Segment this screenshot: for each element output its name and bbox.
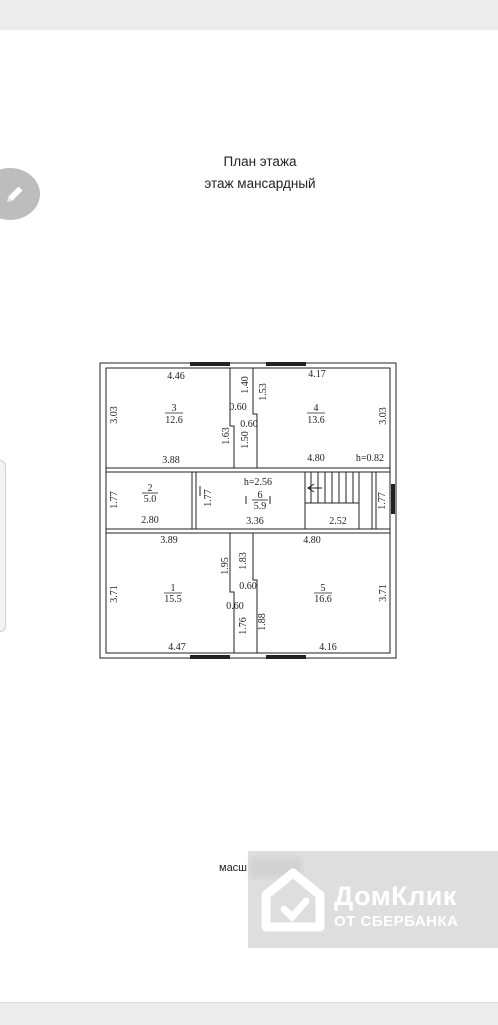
room-2-area: 5.0	[144, 494, 157, 505]
plan-title: План этажа	[223, 154, 297, 169]
room-4-area: 13.6	[307, 415, 325, 426]
dim-label: 4.80	[307, 453, 325, 464]
room-3-area: 12.6	[165, 415, 183, 426]
dim-label: 3.03	[378, 407, 389, 425]
dim-label: 0.60	[240, 419, 258, 430]
dim-label: 4.17	[308, 369, 326, 380]
watermark-brand: ДомКлик	[334, 881, 457, 911]
room-6-area: 5.9	[254, 501, 267, 512]
room-1-number: 1	[171, 583, 176, 594]
dim-label: 2.52	[329, 516, 347, 527]
house-logo-icon	[261, 868, 325, 932]
dim-label: h=2.56	[244, 477, 272, 488]
dim-label: 3.88	[162, 455, 180, 466]
bottom-bar	[0, 1002, 498, 1025]
dim-label: 3.71	[109, 585, 120, 603]
dim-label: 4.47	[168, 642, 186, 653]
dim-label: 4.80	[303, 535, 321, 546]
room-6-number: 6	[258, 490, 263, 501]
dim-label: 3.71	[378, 584, 389, 602]
room-3-number: 3	[172, 403, 177, 414]
scale-label: масш	[219, 862, 248, 874]
dim-label: 3.36	[246, 516, 264, 527]
pencil-icon	[7, 186, 23, 202]
dim-label: 4.16	[319, 642, 337, 653]
plan-subtitle: этаж мансардный	[204, 176, 316, 191]
dim-label: 0.60	[239, 581, 257, 592]
room-5-area: 16.6	[314, 594, 332, 605]
dim-label: 1.76	[238, 617, 249, 635]
dim-label: 1.53	[258, 383, 269, 401]
dim-label: 1.77	[109, 491, 120, 509]
watermark-sub: ОТ СБЕРБАНКА	[334, 913, 459, 930]
dim-label: 3.03	[109, 406, 120, 424]
document-page	[0, 30, 498, 1002]
dim-label: 0.60	[229, 402, 247, 413]
dim-label: h=0.82	[356, 453, 384, 464]
room-4-number: 4	[314, 403, 319, 414]
domclick-watermark: ДомКлик ОТ СБЕРБАНКА	[248, 851, 498, 948]
dim-label: 1.63	[221, 427, 232, 445]
dim-label: 3.89	[160, 535, 178, 546]
outer-wall-outer	[99, 362, 397, 659]
dim-label: 1.40	[240, 376, 251, 394]
dim-label: 1.95	[220, 557, 231, 575]
dim-label: 4.46	[167, 371, 185, 382]
dim-label: 1.88	[257, 613, 268, 631]
outer-wall-inner	[105, 367, 391, 654]
dim-label: 1.83	[238, 552, 249, 570]
dim-label: 2.80	[141, 515, 159, 526]
dim-label: 1.50	[240, 431, 251, 449]
room-5-number: 5	[321, 583, 326, 594]
dim-label: 1.77	[377, 492, 388, 510]
room-2-number: 2	[148, 483, 153, 494]
dim-label: 0.60	[226, 601, 244, 612]
dim-label: 1.77	[203, 489, 214, 507]
room-1-area: 15.5	[164, 594, 182, 605]
